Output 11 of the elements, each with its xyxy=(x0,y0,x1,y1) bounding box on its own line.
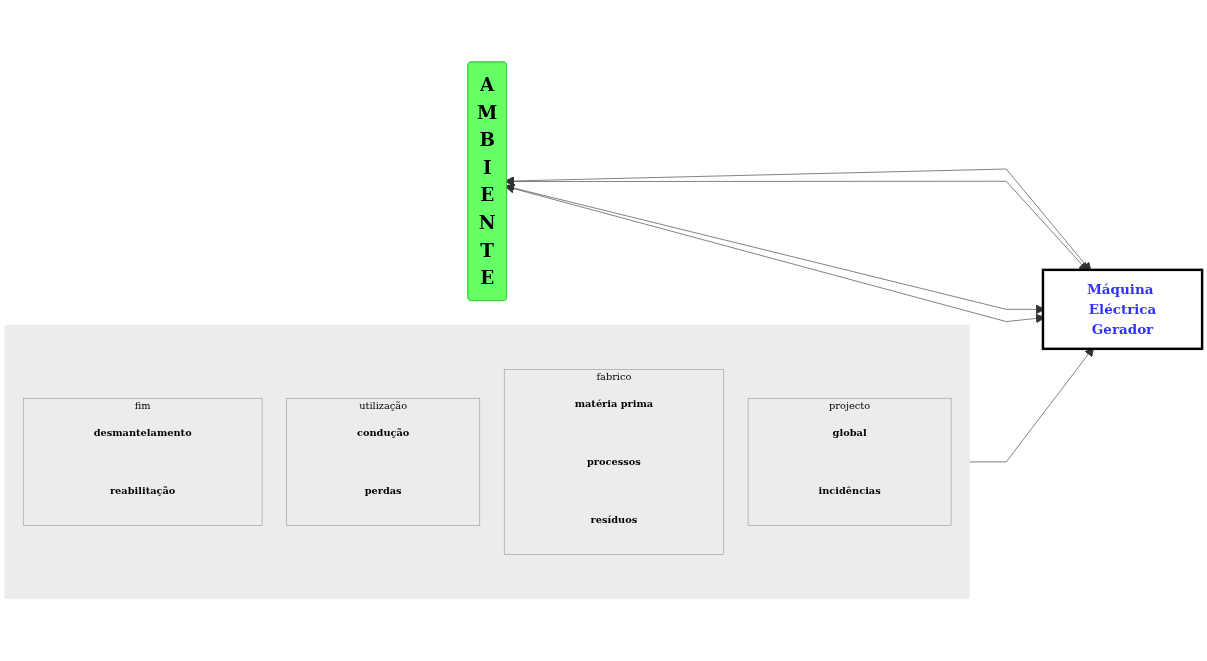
node-text: condução xyxy=(356,427,410,439)
cluster xyxy=(4,325,970,600)
node-text: matéria prima xyxy=(574,398,654,411)
node-text: processos xyxy=(587,455,641,468)
node-text: perdas xyxy=(364,484,402,497)
node-text: global xyxy=(832,427,867,439)
node-text: incidências xyxy=(818,484,881,497)
node-text: resíduos xyxy=(590,513,638,526)
node-text: desmantelamento xyxy=(93,427,192,439)
node-text: reabilitação xyxy=(109,484,176,497)
node-box: Máquina Eléctrica Gerador xyxy=(1041,268,1204,351)
